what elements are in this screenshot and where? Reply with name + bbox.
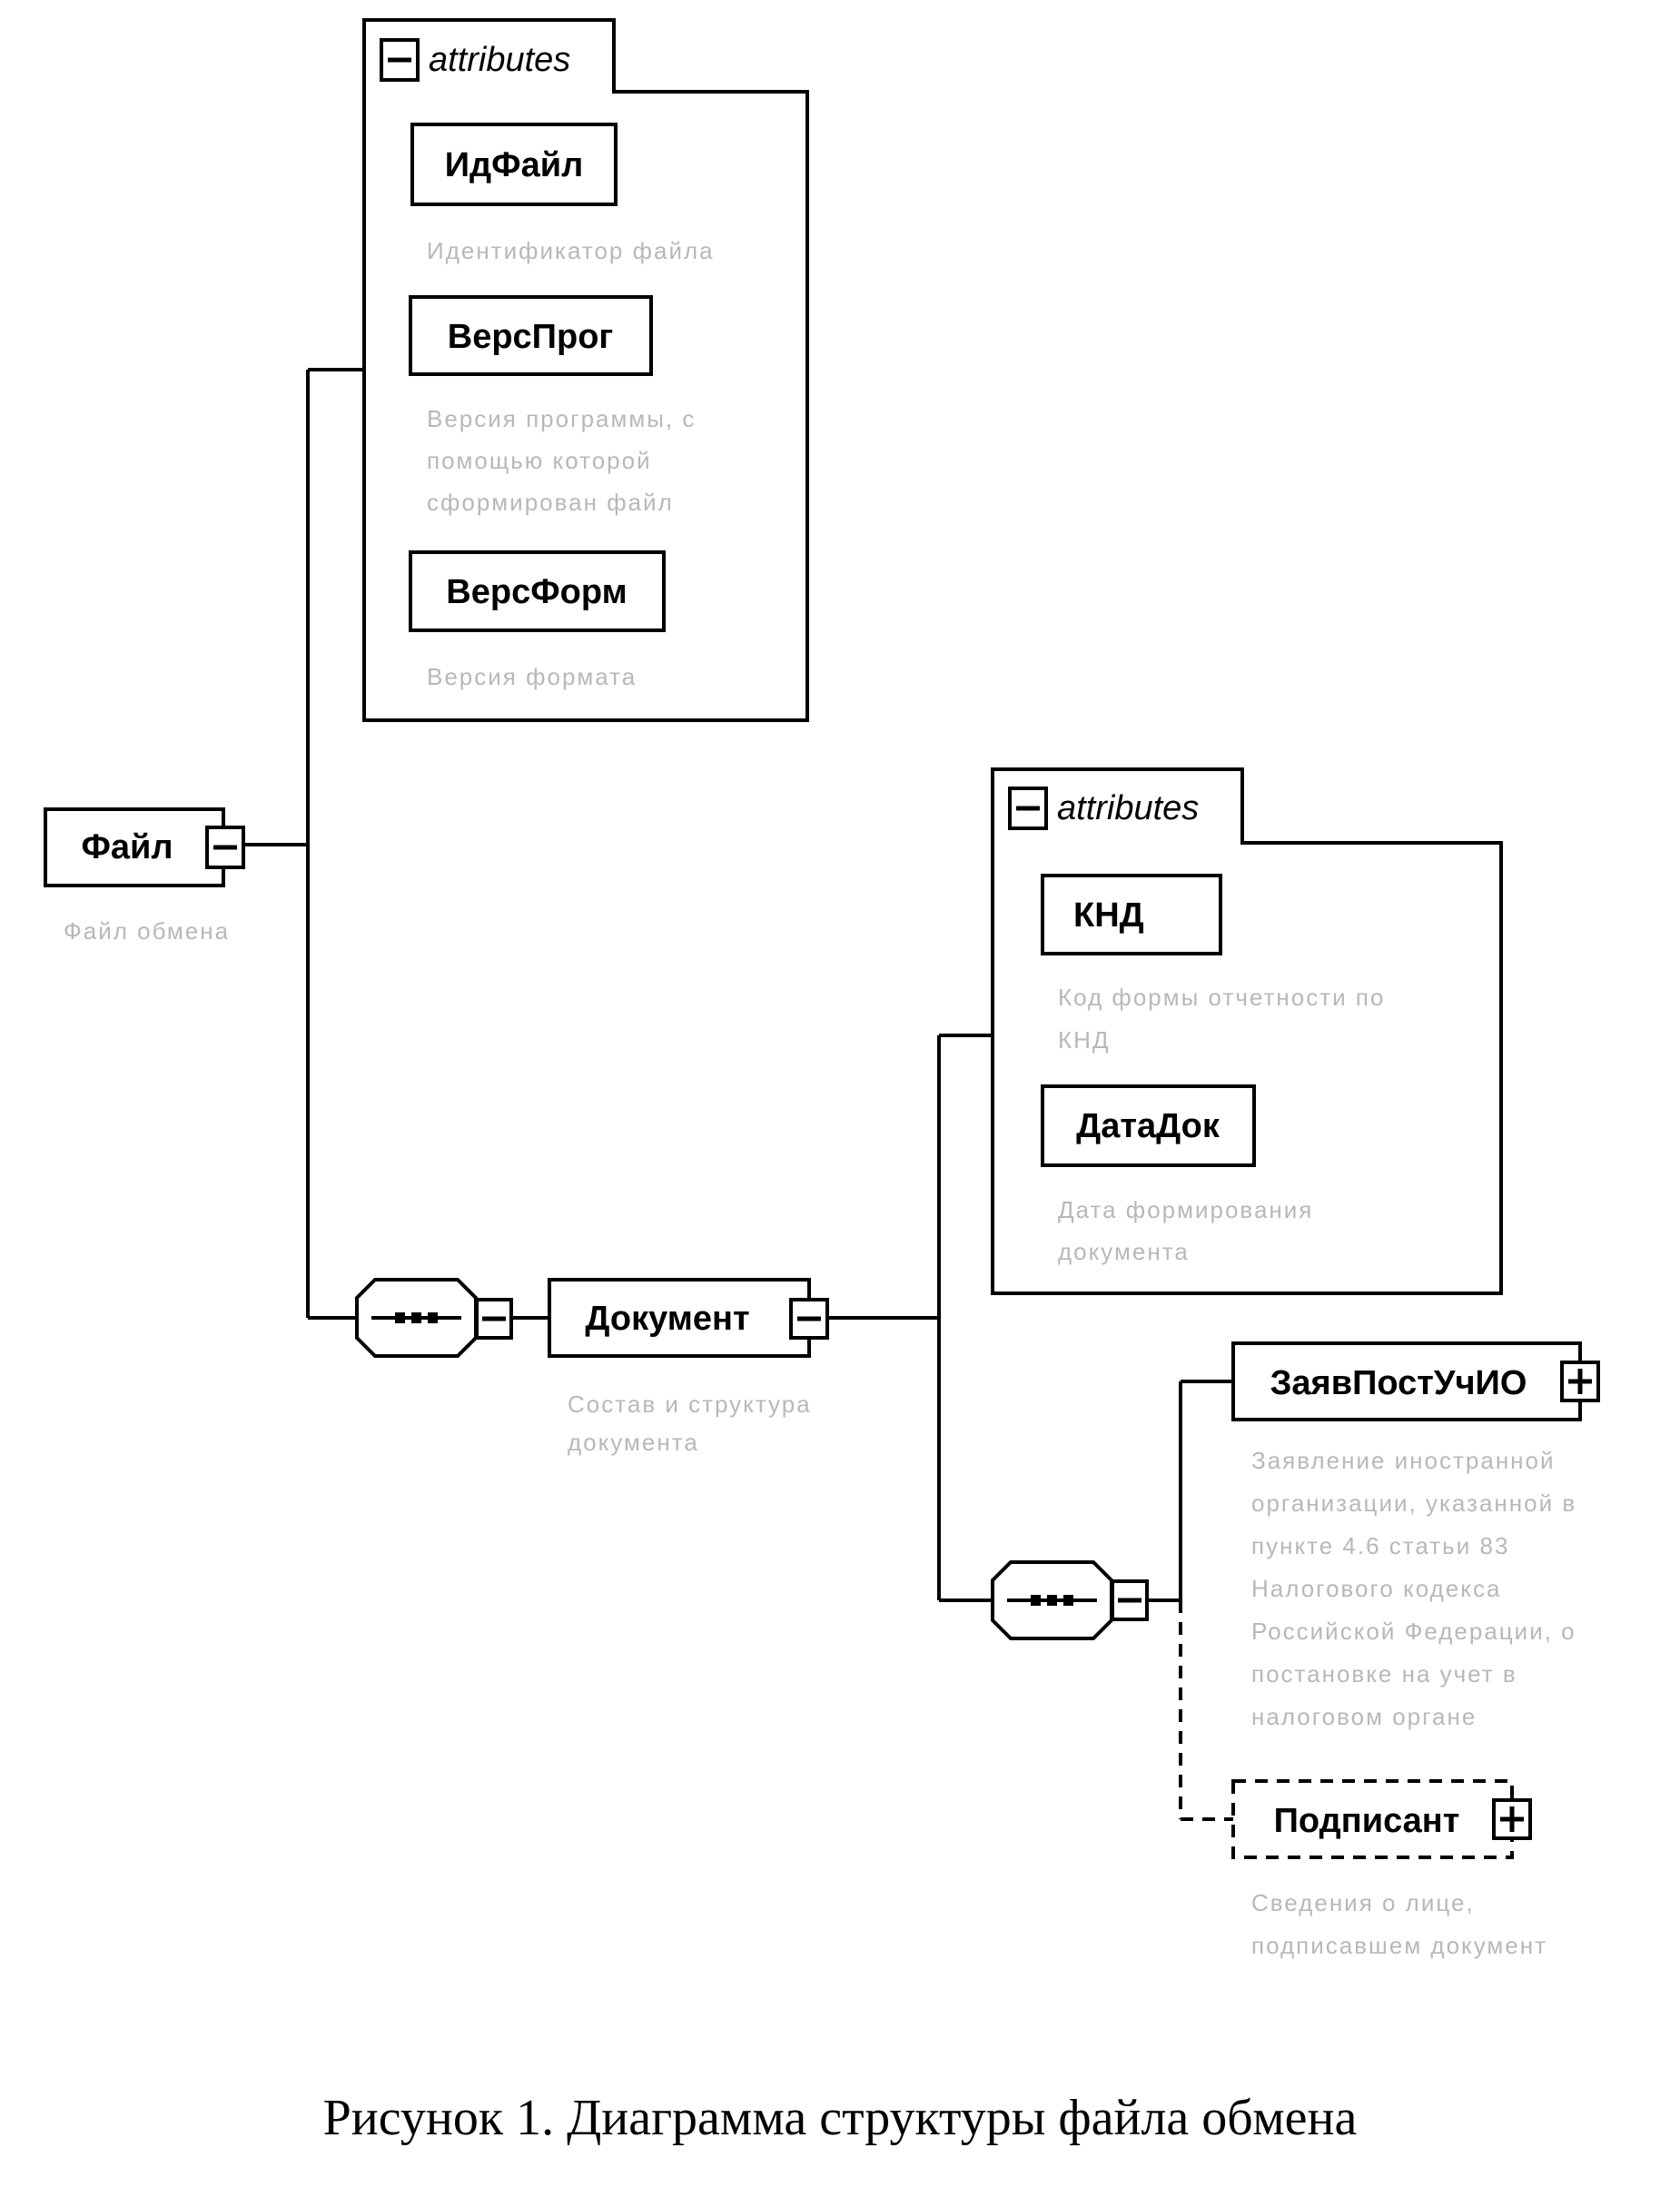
sequence-compositor-2[interactable] xyxy=(991,1560,1149,1640)
attributes-collapse-button[interactable] xyxy=(1008,787,1048,830)
attribute-description-line: Дата формирования xyxy=(1058,1196,1313,1223)
sequence-1-collapse-button[interactable] xyxy=(475,1298,513,1340)
description-line: постановке на учет в xyxy=(1251,1660,1517,1687)
element-description-line: подписавшем документ xyxy=(1251,1932,1547,1959)
document-attributes-group: attributes КНД Код формы отчетности по К… xyxy=(991,767,1503,1295)
attribute-box[interactable] xyxy=(1041,1084,1256,1167)
attributes-label: attributes xyxy=(429,41,570,79)
figure-caption: Рисунок 1. Диаграмма структуры файла обм… xyxy=(323,2090,1358,2146)
sequence-dot xyxy=(1047,1595,1057,1606)
attribute-description-line: Версия программы, с xyxy=(427,405,696,432)
sequence-compositor-1[interactable] xyxy=(355,1278,513,1358)
element-document[interactable]: Документ xyxy=(548,1278,829,1358)
element-zayavpostuchio-description: Заявление иностранной организации, указа… xyxy=(1251,1447,1576,1730)
attribute-description-line: Код формы отчетности по xyxy=(1058,984,1385,1011)
attribute-description-line: КНД xyxy=(1058,1026,1111,1054)
element-file[interactable]: Файл xyxy=(44,807,245,887)
connectors xyxy=(244,368,1233,1821)
element-document-collapse-button[interactable] xyxy=(789,1298,829,1340)
attribute-versprog[interactable]: ВерсПрог xyxy=(409,295,653,376)
attribute-name: ИдФайл xyxy=(445,146,584,184)
attribute-name: ВерсПрог xyxy=(448,318,614,356)
attribute-description-line: сформирован файл xyxy=(427,489,674,516)
sequence-dot xyxy=(411,1312,421,1323)
element-name: Документ xyxy=(585,1300,749,1338)
attribute-description-line: помощью которой xyxy=(427,447,652,474)
description-line: организации, указанной в xyxy=(1251,1489,1576,1517)
attributes-label: attributes xyxy=(1057,789,1199,827)
attribute-versform[interactable]: ВерсФорм xyxy=(409,550,666,632)
sequence-dot xyxy=(1031,1595,1041,1606)
attribute-box[interactable] xyxy=(409,550,666,632)
root-attributes-group: attributes ИдФайл Идентификатор файла Ве… xyxy=(362,18,809,722)
attribute-box[interactable] xyxy=(1041,874,1222,955)
attribute-datadok[interactable]: ДатаДок xyxy=(1041,1084,1256,1167)
element-box[interactable] xyxy=(548,1278,811,1358)
attribute-description: Идентификатор файла xyxy=(427,237,715,264)
sequence-dot xyxy=(395,1312,405,1323)
element-name: Подписант xyxy=(1274,1802,1460,1840)
description-line: Заявление иностранной xyxy=(1251,1447,1556,1474)
attribute-idfile[interactable]: ИдФайл xyxy=(410,123,618,206)
minus-icon[interactable] xyxy=(205,826,245,869)
element-description: Файл обмена xyxy=(64,917,230,945)
element-name: Файл xyxy=(81,828,173,866)
element-description-line: Состав и структура xyxy=(568,1391,812,1418)
attributes-collapse-button[interactable] xyxy=(380,38,420,82)
element-podpisant[interactable]: Подписант xyxy=(1231,1779,1532,1859)
description-line: Российской Федерации, о xyxy=(1251,1618,1576,1645)
element-box[interactable] xyxy=(1231,1779,1514,1859)
attribute-name: ВерсФорм xyxy=(446,573,627,611)
element-box[interactable] xyxy=(44,807,225,887)
attribute-box[interactable] xyxy=(410,123,618,206)
attribute-description-line: документа xyxy=(1058,1238,1190,1265)
attribute-description: Версия формата xyxy=(427,663,637,690)
sequence-dot xyxy=(428,1312,438,1323)
element-description-line: документа xyxy=(568,1429,699,1456)
element-zayavpostuchio[interactable]: ЗаявПостУчИО xyxy=(1231,1341,1600,1421)
description-line: налоговом органе xyxy=(1251,1703,1477,1730)
attribute-name: КНД xyxy=(1073,896,1144,935)
attribute-knd[interactable]: КНД xyxy=(1041,874,1222,955)
description-line: Налогового кодекса xyxy=(1251,1575,1501,1602)
attribute-name: ДатаДок xyxy=(1076,1107,1220,1145)
sequence-2-collapse-button[interactable] xyxy=(1111,1579,1149,1621)
element-file-collapse-button[interactable] xyxy=(205,826,245,869)
element-description-line: Сведения о лице, xyxy=(1251,1889,1475,1916)
element-podpisant-expand-button[interactable] xyxy=(1492,1798,1532,1840)
attribute-box[interactable] xyxy=(409,295,653,376)
description-line: пункте 4.6 статьи 83 xyxy=(1251,1532,1509,1559)
element-zayavpostuchio-expand-button[interactable] xyxy=(1560,1361,1600,1402)
sequence-dot xyxy=(1063,1595,1073,1606)
element-name: ЗаявПостУчИО xyxy=(1270,1364,1527,1402)
element-box[interactable] xyxy=(1231,1341,1582,1421)
